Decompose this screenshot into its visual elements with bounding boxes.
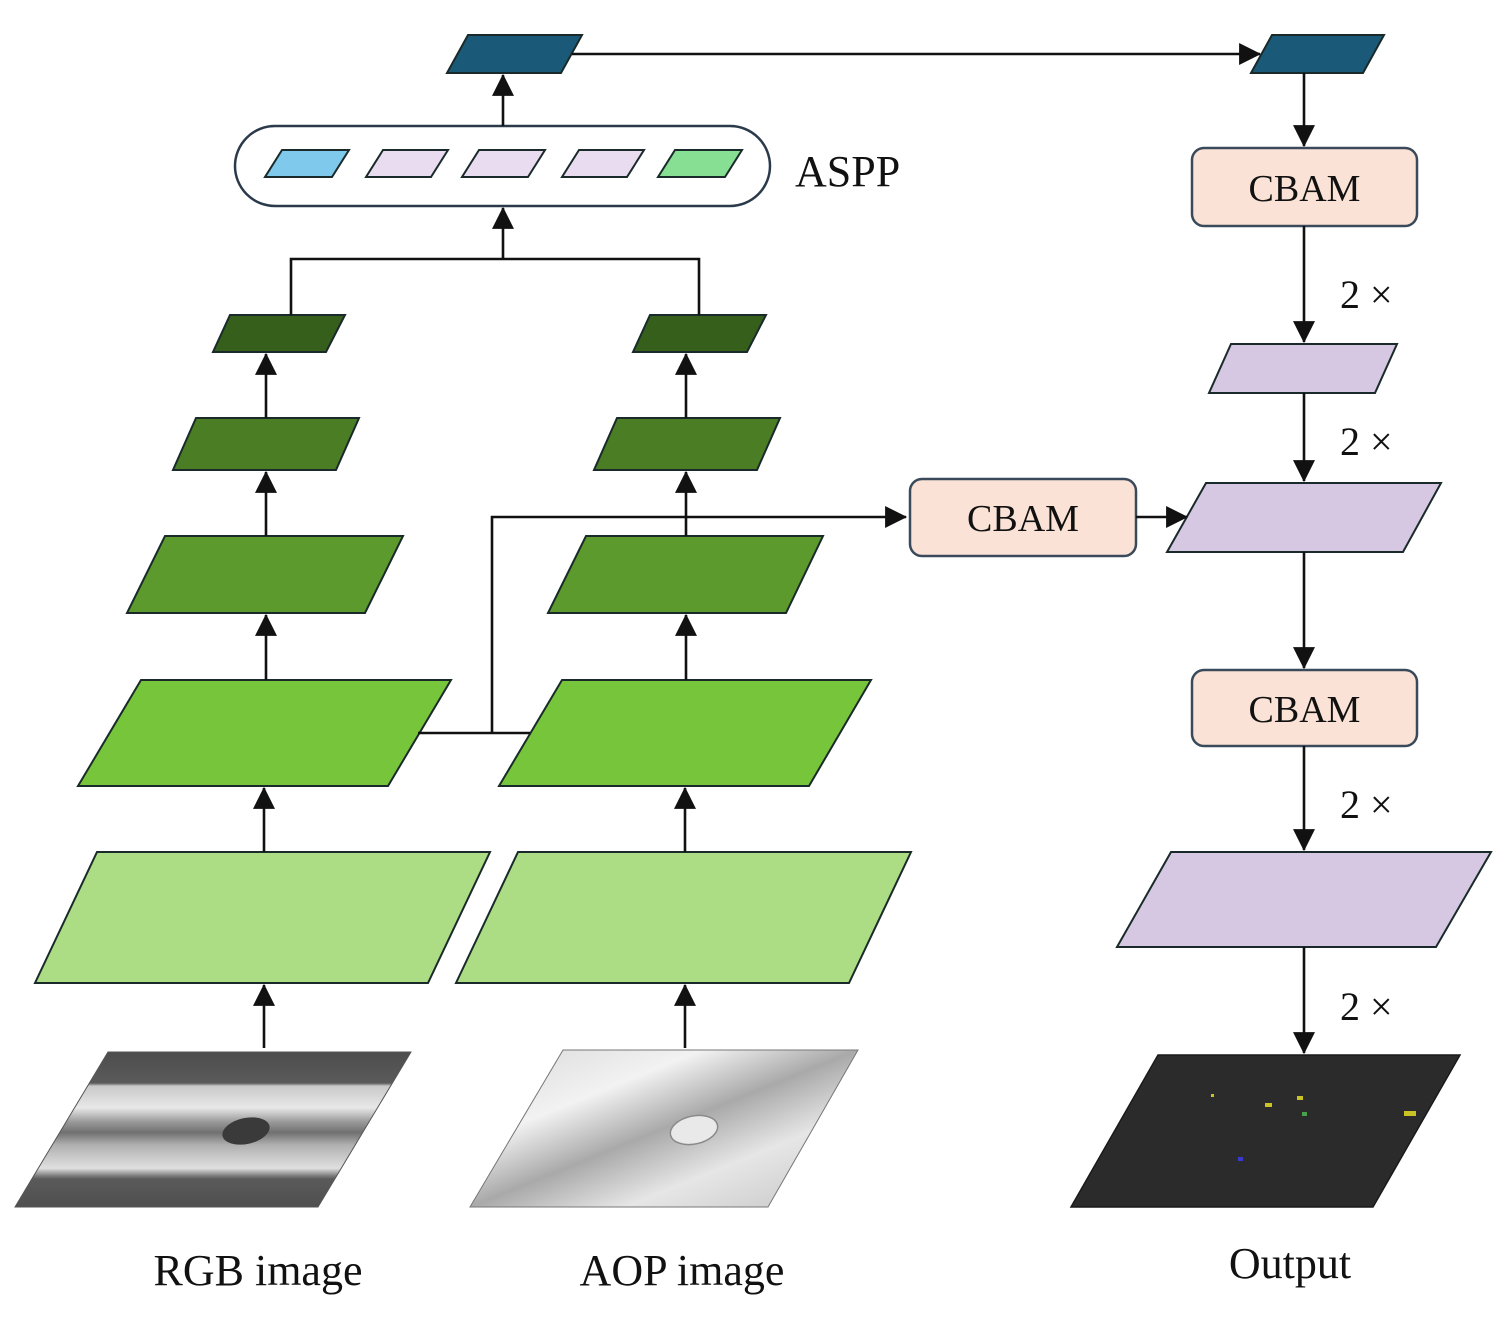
rgb-stage-4-feature [171, 417, 361, 471]
output-label: Output [1229, 1239, 1351, 1288]
aop-stage-2-feature [497, 679, 873, 787]
upsample-label-2: 2 × [1340, 419, 1393, 464]
rgb-stage-2-feature [76, 679, 453, 787]
decoder-input-feature [1249, 34, 1386, 74]
aspp-branch-2 [364, 149, 450, 178]
rgb-stage-1-feature [33, 851, 492, 984]
aop-image-label: AOP image [580, 1246, 785, 1295]
aop-stage-3-feature [546, 535, 825, 614]
aop-stage-5-feature [631, 314, 768, 353]
rgb-image-label: RGB image [154, 1246, 363, 1295]
svg-text:CBAM: CBAM [967, 498, 1079, 540]
decoder-upsample-1-feature [1207, 343, 1399, 394]
upsample-label-4: 2 × [1340, 984, 1393, 1029]
upsample-label-1: 2 × [1340, 272, 1393, 317]
aop-stage-1-feature [454, 851, 913, 984]
decoder-fused-feature [1165, 482, 1443, 553]
rgb-stage-5-feature [211, 314, 347, 353]
svg-text:CBAM: CBAM [1249, 168, 1361, 210]
aop-stage-4-feature [592, 417, 782, 471]
aspp-label: ASPP [795, 147, 900, 196]
connections [253, 43, 1315, 1055]
aspp-branch-1 [263, 149, 351, 178]
svg-text:CBAM: CBAM [1249, 689, 1361, 731]
rgb-input-image [14, 1051, 412, 1208]
decoder-cbam-1: CBAM [1190, 146, 1419, 228]
decoder-upsample-3-feature [1115, 851, 1493, 948]
upsample-label-3: 2 × [1340, 782, 1393, 827]
aspp-branch-3 [460, 149, 547, 178]
decoder-cbam-2: CBAM [1190, 668, 1419, 748]
rgb-stage-3-feature [125, 535, 405, 614]
aspp-branch-5 [656, 149, 744, 178]
aspp-branch-4 [560, 149, 646, 178]
aspp-output-feature [445, 34, 584, 74]
output-segmentation-image [1069, 1054, 1462, 1208]
skip-cbam: CBAM [908, 477, 1138, 558]
aop-input-image [469, 1049, 859, 1208]
